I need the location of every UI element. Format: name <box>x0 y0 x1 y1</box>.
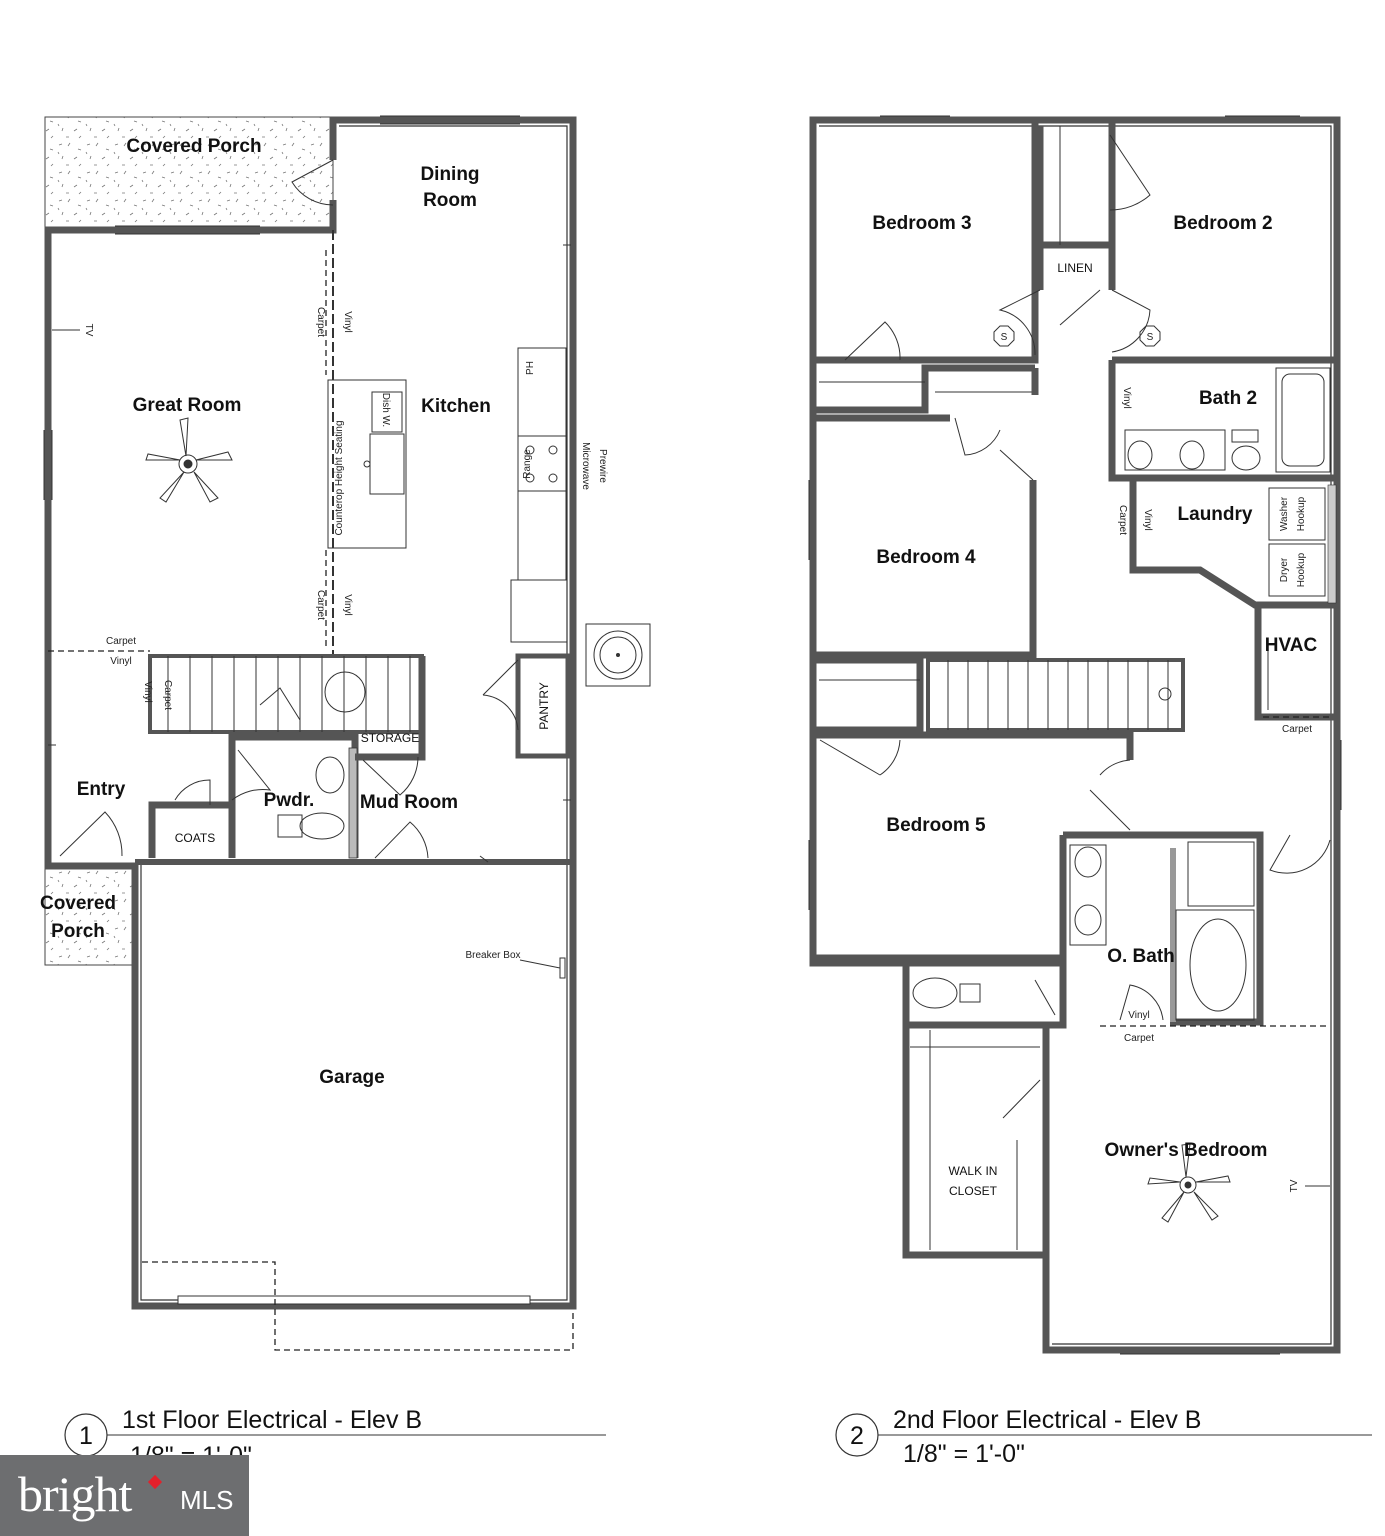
note-carpet-1: Carpet <box>315 307 326 337</box>
note-counter-seating: Counterop Height Seating <box>334 420 345 535</box>
room-label-owners-bedroom: Owner's Bedroom <box>1105 1140 1268 1161</box>
room-label-mud-room: Mud Room <box>360 792 458 813</box>
note-ph: PH <box>525 361 536 375</box>
note-breaker-box: Breaker Box <box>465 950 520 961</box>
room-label-coats: COATS <box>175 831 215 845</box>
room-label-garage: Garage <box>319 1067 384 1088</box>
smoke-label-1: S <box>1001 332 1008 343</box>
note-vinyl-laundry: Vinyl <box>1142 509 1153 531</box>
room-label-bedroom-4: Bedroom 4 <box>876 547 976 568</box>
room-label-dining-line2: Room <box>423 190 477 211</box>
room-label-laundry: Laundry <box>1178 504 1253 525</box>
note-carpet-obath: Carpet <box>1124 1033 1154 1044</box>
room-label-entry: Entry <box>77 779 126 800</box>
first-floor-exterior-wall <box>44 116 577 1310</box>
room-label-bedroom-2: Bedroom 2 <box>1173 213 1272 234</box>
note-microwave-2: Prewire <box>597 449 608 483</box>
note-vinyl-obath: Vinyl <box>1128 1010 1150 1021</box>
room-label-walkin-2: CLOSET <box>949 1184 998 1198</box>
note-washer-2: Hookup <box>1296 496 1307 531</box>
note-tv: TV <box>83 324 94 337</box>
room-label-powder: Pwdr. <box>264 790 315 811</box>
ceiling-fan-icon <box>1147 1143 1231 1223</box>
ceiling-fan-icon <box>145 417 233 503</box>
room-label-covered-porch-top: Covered Porch <box>126 136 261 157</box>
second-floor-stairs <box>926 658 1185 739</box>
second-floor-exterior-wall <box>809 116 1341 1354</box>
logo-spark-icon <box>147 1474 163 1490</box>
room-label-covered-porch-side-2: Porch <box>51 921 105 942</box>
bright-mls-logo: bright MLS <box>0 1455 249 1536</box>
note-vinyl-1: Vinyl <box>342 311 353 333</box>
room-label-bath-2: Bath 2 <box>1199 388 1257 409</box>
note-dish-w: Dish W. <box>380 393 391 427</box>
caption-number-2: 2 <box>850 1422 864 1450</box>
room-label-bedroom-5: Bedroom 5 <box>886 815 986 836</box>
note-carpet-3: Carpet <box>106 636 136 647</box>
water-heater <box>585 623 651 687</box>
room-label-covered-porch-side-1: Covered <box>40 893 116 914</box>
caption-title-1: 1st Floor Electrical - Elev B <box>122 1406 422 1434</box>
room-label-bedroom-3: Bedroom 3 <box>872 213 971 234</box>
note-dryer-2: Hookup <box>1296 552 1307 587</box>
room-label-pantry: PANTRY <box>537 682 551 730</box>
second-floor-plan: S S Bedroom 3 Bedroom 2 LINEN Bath 2 Lau… <box>808 115 1342 1355</box>
room-label-kitchen: Kitchen <box>421 396 491 417</box>
room-label-great-room: Great Room <box>133 395 242 416</box>
room-label-walkin-1: WALK IN <box>949 1164 998 1178</box>
caption-scale-2: 1/8" = 1'-0" <box>903 1440 1025 1468</box>
kitchen-island <box>327 379 407 549</box>
smoke-detector-icon <box>993 325 1161 347</box>
note-microwave-1: Microwave <box>580 442 591 490</box>
first-floor-stairs <box>148 654 424 734</box>
covered-porch-side-area <box>44 865 134 966</box>
note-vinyl-4: Vinyl <box>142 681 153 703</box>
note-washer-1: Washer <box>1279 496 1290 531</box>
covered-porch-top-area <box>44 116 334 231</box>
note-dryer-1: Dryer <box>1279 557 1290 582</box>
note-carpet-hvac: Carpet <box>1282 724 1312 735</box>
garage-door <box>177 1295 531 1305</box>
room-label-storage: STORAGE <box>361 731 419 745</box>
caption-number-1: 1 <box>79 1422 93 1450</box>
note-carpet-4: Carpet <box>162 680 173 710</box>
caption-title-2: 2nd Floor Electrical - Elev B <box>893 1406 1201 1434</box>
first-floor-plan: Covered Porch Dining Room Great Room Kit… <box>40 115 651 1351</box>
note-tv-owners: TV <box>1289 1179 1300 1192</box>
pantry-closet <box>515 653 571 759</box>
note-range: Range <box>522 449 533 479</box>
note-vinyl-3: Vinyl <box>110 656 132 667</box>
caption-floor-2: 2 2nd Floor Electrical - Elev B 1/8" = 1… <box>835 1406 1372 1468</box>
note-vinyl-bath2: Vinyl <box>1121 387 1132 409</box>
logo-brand-text: bright <box>18 1466 132 1522</box>
room-label-hvac: HVAC <box>1265 635 1318 656</box>
room-label-linen: LINEN <box>1057 261 1092 275</box>
note-carpet-2: Carpet <box>315 590 326 620</box>
room-label-owners-bath: O. Bath <box>1107 946 1175 967</box>
note-vinyl-2: Vinyl <box>342 594 353 616</box>
room-label-dining-line1: Dining <box>420 164 479 185</box>
note-carpet-laundry: Carpet <box>1117 505 1128 535</box>
logo-mls-text: MLS <box>180 1485 234 1515</box>
smoke-label-2: S <box>1147 332 1154 343</box>
